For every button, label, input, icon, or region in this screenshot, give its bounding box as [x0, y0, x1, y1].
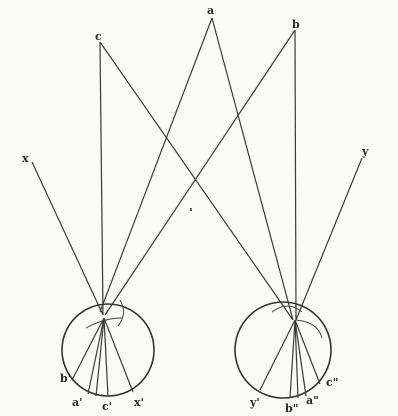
label-y-prime: y': [249, 396, 260, 409]
right-eye: [235, 302, 331, 398]
ray-y-right: [296, 158, 362, 320]
right-eye-lens-curve: [296, 320, 322, 338]
ray-c-left: [100, 42, 103, 315]
right-internal-ray-c: [295, 320, 320, 384]
label-c-dprime: c": [326, 376, 338, 389]
left-eye: [62, 304, 154, 396]
label-b: b: [292, 18, 300, 31]
ray-b-left: [105, 30, 295, 315]
right-internal-ray-y: [260, 320, 295, 390]
label-b-dprime: b": [285, 402, 298, 415]
left-internal-ray-extra: [96, 318, 104, 396]
left-internal-ray-a: [88, 318, 104, 394]
ray-b-right: [295, 30, 296, 320]
center-mark: [190, 208, 192, 211]
label-c: c: [95, 30, 102, 43]
ray-x-left: [32, 162, 103, 315]
left-internal-ray-c: [104, 318, 108, 396]
label-x-prime: x': [134, 396, 144, 409]
ray-a-right: [212, 18, 293, 320]
left-internal-ray-x: [104, 318, 133, 392]
label-a: a: [207, 4, 214, 17]
label-x: x: [22, 152, 29, 165]
right-internal-ray-b: [290, 320, 295, 398]
label-y: y: [361, 145, 369, 158]
left-eye-lens-curve: [118, 300, 124, 326]
ray-a-left: [100, 18, 212, 312]
label-c-prime: c': [102, 400, 112, 413]
label-b-prime: b': [60, 372, 71, 385]
label-a-prime: a': [72, 396, 83, 409]
label-a-dprime: a": [306, 394, 319, 407]
